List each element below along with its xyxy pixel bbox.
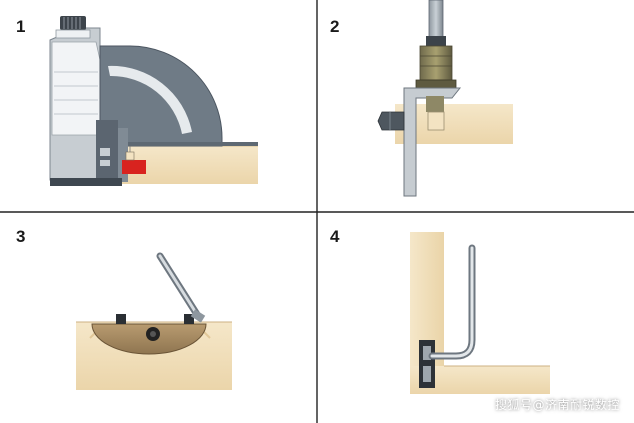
watermark-text: 搜狐号@济南耐锐数控 bbox=[494, 398, 620, 412]
side-cutter-icon bbox=[377, 111, 405, 131]
panel-number-2: 2 bbox=[330, 17, 340, 36]
panel-number-1: 1 bbox=[16, 17, 26, 36]
panel-4-illustration bbox=[410, 232, 550, 394]
panel-number-3: 3 bbox=[16, 227, 26, 246]
router-shank bbox=[428, 0, 444, 41]
panel-1-illustration bbox=[49, 16, 258, 186]
panel-2-illustration bbox=[377, 0, 513, 197]
cutter-head bbox=[426, 96, 444, 112]
biscuit-slot-marker bbox=[122, 160, 146, 174]
panel-3-illustration bbox=[76, 252, 232, 390]
panel-number-4: 4 bbox=[330, 227, 340, 246]
router-collet bbox=[419, 45, 453, 81]
steel-square bbox=[403, 87, 462, 197]
